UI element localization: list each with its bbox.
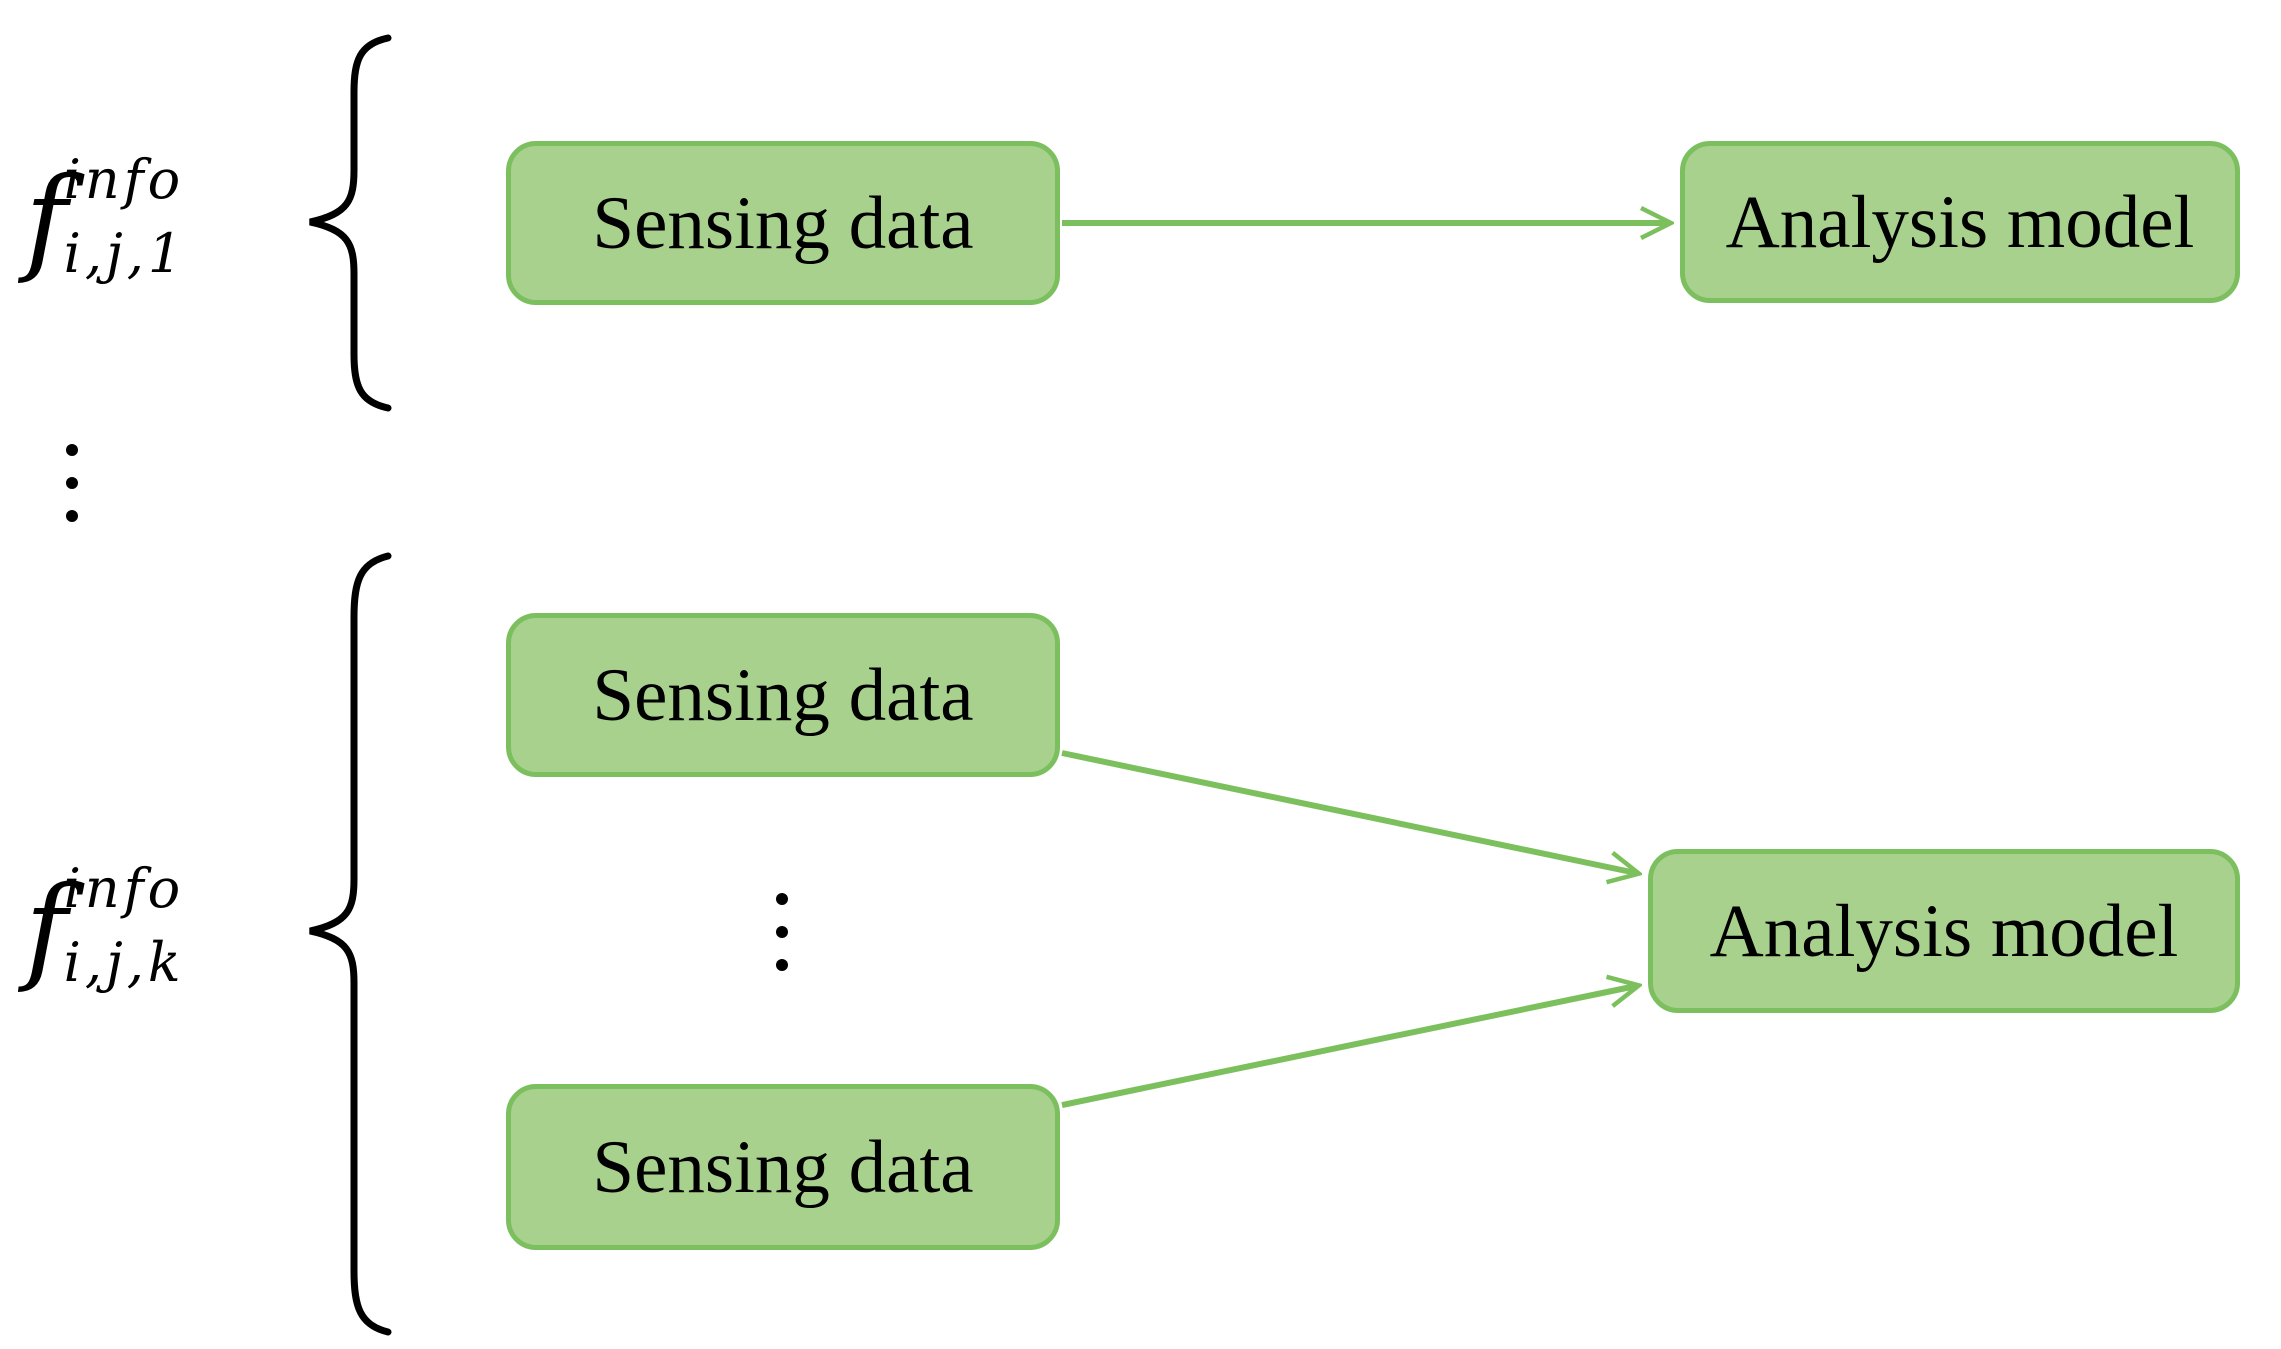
ellipsis-dot: [66, 444, 78, 456]
sensing-data-box-3: Sensing data: [506, 1084, 1060, 1250]
curly-brace-icon-group-k: [309, 552, 392, 1336]
math-label-base: f: [25, 153, 68, 287]
ellipsis-dot: [776, 893, 788, 905]
analysis-model-box-1: Analysis model: [1680, 141, 2240, 303]
math-label-base: f: [25, 862, 68, 996]
analysis-model-box-2: Analysis model: [1648, 849, 2240, 1013]
analysis-model-box-1-label: Analysis model: [1725, 180, 2195, 264]
ellipsis-dot: [776, 959, 788, 971]
vertical-ellipsis-icon-groups: [66, 444, 78, 522]
math-label-scripts: info i,j,1: [64, 153, 187, 281]
sensing-data-box-1-label: Sensing data: [592, 181, 974, 265]
analysis-model-box-2-label: Analysis model: [1709, 889, 2179, 973]
math-label-subscript: i,j,k: [63, 931, 185, 994]
math-label-f-ij1: f info i,j,1: [25, 153, 186, 287]
math-label-superscript: info: [63, 857, 185, 920]
arrow-sensing3-to-analysis2: [1061, 986, 1636, 1108]
math-label-superscript: info: [63, 148, 185, 211]
sensing-data-box-1: Sensing data: [506, 141, 1060, 305]
ellipsis-dot: [776, 926, 788, 938]
sensing-data-box-2: Sensing data: [506, 613, 1060, 777]
math-label-scripts: info i,j,k: [64, 862, 185, 990]
math-label-subscript: i,j,1: [63, 222, 187, 285]
sensing-data-box-3-label: Sensing data: [592, 1125, 974, 1209]
math-label-f-ijk: f info i,j,k: [25, 862, 185, 996]
vertical-ellipsis-icon-boxes: [776, 893, 788, 971]
ellipsis-dot: [66, 477, 78, 489]
arrow-sensing2-to-analysis2: [1061, 750, 1636, 873]
curly-brace-icon-group-1: [309, 34, 392, 412]
ellipsis-dot: [66, 510, 78, 522]
sensing-data-box-2-label: Sensing data: [592, 653, 974, 737]
